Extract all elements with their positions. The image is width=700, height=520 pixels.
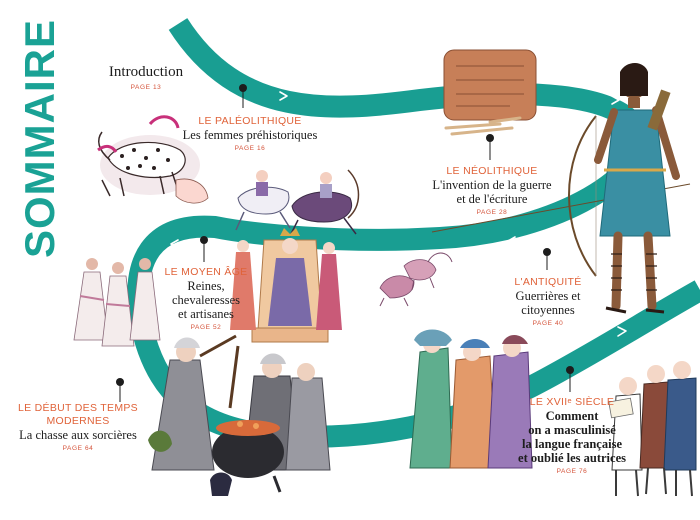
toc-topic: Guerrières et citoyennes (515, 289, 581, 317)
timeline-marker (200, 236, 208, 244)
toc-page-number: PAGE 13 (130, 84, 162, 91)
toc-era-prefix: LE XVII (529, 396, 568, 408)
cave-painting-illustration (97, 115, 209, 204)
toc-page-number: PAGE 40 (532, 320, 564, 327)
toc-page-number: PAGE 52 (190, 324, 222, 331)
direction-arrow-icon (279, 91, 288, 101)
queen-on-throne-illustration (230, 228, 342, 343)
toc-entry-antiquite[interactable]: L'ANTIQUITÉ Guerrières et citoyennes PAG… (504, 276, 592, 327)
direction-arrow-icon (611, 95, 620, 105)
toc-topic: Comment on a masculinisé la langue franç… (518, 409, 626, 465)
clay-tablet-illustration (443, 49, 537, 136)
toc-era: LE MOYEN ÂGE (164, 266, 248, 278)
toc-entry-paleolithique[interactable]: LE PALÉOLITHIQUE Les femmes préhistoriqu… (178, 115, 322, 152)
horse-archers-illustration (235, 169, 360, 237)
toc-page-number: PAGE 16 (234, 145, 266, 152)
timeline-marker (486, 134, 494, 142)
direction-arrow-icon (170, 239, 179, 249)
toc-page-number: PAGE 64 (62, 445, 94, 452)
rams-and-dogs-illustration (379, 252, 453, 307)
toc-topic: Reines, chevaleresses et artisanes (171, 279, 241, 321)
courtiers-group-illustration (409, 329, 533, 469)
toc-era-superscript: e (567, 396, 572, 405)
toc-era: LE XVIIe SIÈCLE (514, 396, 630, 409)
toc-page-number: PAGE 76 (556, 468, 588, 475)
toc-topic: L'invention de la guerre et de l'écritur… (432, 178, 552, 206)
timeline-marker (116, 378, 124, 386)
sommaire-title: SOMMAIRE (16, 19, 63, 258)
toc-entry-neolithique[interactable]: LE NÉOLITHIQUE L'invention de la guerre … (428, 165, 556, 216)
timeline-marker (239, 84, 247, 92)
men-reading-illustration (608, 361, 697, 497)
toc-era: L'ANTIQUITÉ (514, 276, 582, 288)
toc-era: LE NÉOLITHIQUE (446, 165, 538, 177)
toc-entry-xviie-siecle[interactable]: LE XVIIe SIÈCLE Comment on a masculinisé… (514, 396, 630, 475)
toc-page-number: PAGE 28 (476, 209, 508, 216)
direction-arrow-icon (507, 236, 516, 246)
toc-era-suffix: SIÈCLE (571, 396, 615, 408)
toc-entry-moyen-age[interactable]: LE MOYEN ÂGE Reines, chevaleresses et ar… (158, 266, 254, 331)
witches-cauldron-illustration (148, 334, 331, 496)
toc-era: LE PALÉOLITHIQUE (198, 115, 302, 127)
direction-arrow-icon (617, 326, 627, 337)
toc-era: LE DÉBUT DES TEMPS MODERNES (18, 402, 138, 427)
toc-entry-debut-temps-modernes[interactable]: LE DÉBUT DES TEMPS MODERNES La chasse au… (14, 402, 142, 452)
toc-topic: Introduction (108, 64, 184, 80)
goddesses-procession-illustration (73, 258, 161, 347)
timeline-marker (566, 366, 574, 374)
toc-topic: La chasse aux sorcières (19, 428, 137, 442)
toc-topic: Les femmes préhistoriques (182, 128, 318, 142)
toc-entry-introduction[interactable]: Introduction PAGE 13 (100, 64, 192, 91)
warrior-woman-archer-illustration (431, 63, 691, 314)
timeline-marker (543, 248, 551, 256)
